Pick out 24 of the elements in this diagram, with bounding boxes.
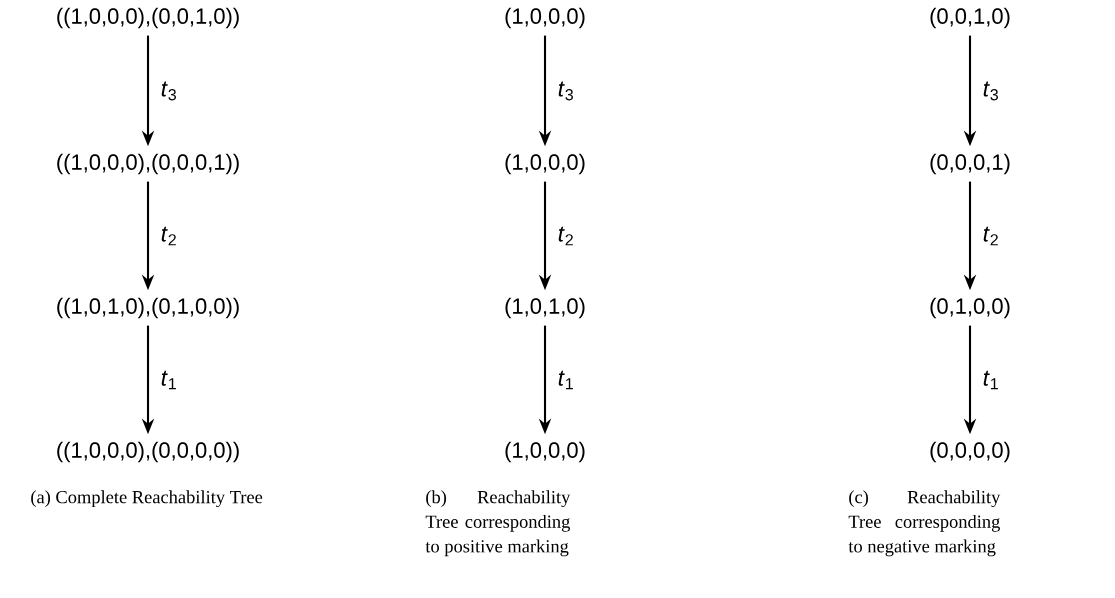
caption: (c) Reachability Tree corresponding to negative marking bbox=[848, 490, 1001, 557]
state-label: (1,0,1,0) bbox=[505, 297, 585, 319]
edge-label: t$_{1}$ bbox=[983, 370, 998, 390]
edge-label: t$_{3}$ bbox=[558, 81, 573, 101]
edge-label: t$_{2}$ bbox=[983, 226, 998, 246]
state-label: ((1,0,1,0),(0,1,0,0)) bbox=[57, 297, 239, 319]
state-label: (0,0,0,1) bbox=[930, 153, 1010, 175]
caption: (a) Complete Reachability Tree bbox=[31, 490, 263, 508]
state-label: (0,0,1,0) bbox=[930, 7, 1010, 29]
state-label: (1,0,0,0) bbox=[505, 441, 585, 463]
edge-label: t$_{3}$ bbox=[983, 81, 998, 101]
edge-label: t$_{1}$ bbox=[161, 370, 176, 390]
edge-label: t$_{3}$ bbox=[161, 81, 176, 101]
state-label: (0,0,0,0) bbox=[930, 441, 1010, 463]
state-label: (0,1,0,0) bbox=[930, 297, 1010, 319]
edge-label: t$_{2}$ bbox=[161, 226, 176, 246]
edge-label: t$_{2}$ bbox=[558, 226, 573, 246]
state-label: ((1,0,0,0),(0,0,0,0)) bbox=[57, 441, 239, 463]
edge-label: t$_{1}$ bbox=[558, 370, 573, 390]
state-label: ((1,0,0,0),(0,0,0,1)) bbox=[57, 153, 239, 175]
state-label: ((1,0,0,0),(0,0,1,0)) bbox=[57, 7, 239, 29]
caption: (b) Reachability Tree corresponding to positive marking bbox=[425, 490, 571, 557]
state-label: (1,0,0,0) bbox=[505, 153, 585, 175]
state-label: (1,0,0,0) bbox=[505, 7, 585, 29]
